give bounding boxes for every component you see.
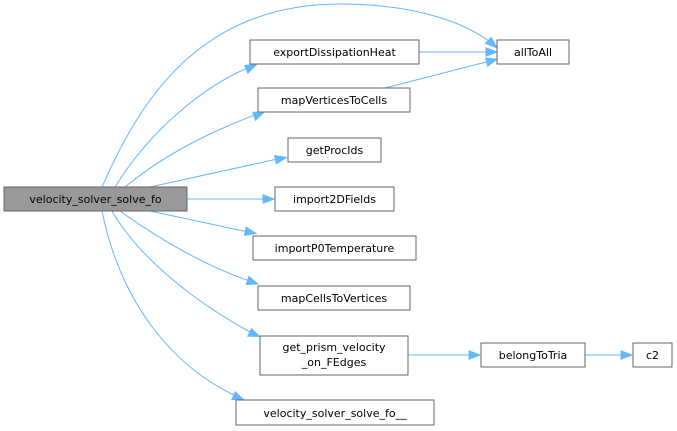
node-label: import2DFields [293,193,376,206]
node-label-line2: _on_FEdges [301,356,367,369]
edge-root-to-allToAll [101,3,499,188]
node-label: velocity_solver_solve_fo__ [263,407,407,420]
node-export-dissipation-heat[interactable]: exportDissipationHeat [249,39,420,65]
node-label: allToAll [514,46,552,59]
edge-mapVerticesToCells-to-allToAll [384,57,499,89]
node-label: exportDissipationHeat [273,46,396,59]
node-import-2d-fields[interactable]: import2DFields [274,186,395,212]
node-get-prism-velocity-on-fedges[interactable]: get_prism_velocity _on_FEdges [259,335,409,376]
edge-root-to-getProcIds [149,154,288,188]
node-velocity-solver-solve-fo-underscore[interactable]: velocity_solver_solve_fo__ [235,399,435,426]
edge-root-to-mapVerticesToCells [124,111,267,188]
node-label: importP0Temperature [275,242,395,255]
node-label: mapCellsToVertices [281,292,387,305]
node-label: belongToTria [499,349,568,362]
edge-root-to-import2DFields [187,194,276,204]
edge-exportDissipationHeat-to-allToAll [419,47,499,57]
edge-root-to-exportDissipationHeat [114,63,258,188]
node-map-cells-to-vertices[interactable]: mapCellsToVertices [257,285,411,311]
node-label: getProcIds [306,144,364,157]
edge-belongToTria-to-c2 [585,350,634,360]
edge-root-to-mapCellsToVertices [119,210,260,286]
node-label-line1: get_prism_velocity [282,341,386,354]
node-all-to-all[interactable]: allToAll [496,39,570,65]
edge-getPrismVelocity-to-belongToTria [408,350,482,360]
node-c2[interactable]: c2 [632,342,673,368]
node-label: c2 [646,349,659,362]
node-get-proc-ids[interactable]: getProcIds [287,137,382,163]
node-label: velocity_solver_solve_fo [29,193,161,206]
node-belong-to-tria[interactable]: belongToTria [480,342,586,368]
edge-root-to-velocitySolverSolveFoUnderscore [101,210,245,401]
node-map-vertices-to-cells[interactable]: mapVerticesToCells [257,87,411,113]
edge-root-to-getPrismVelocity [111,210,261,338]
node-velocity-solver-solve-fo[interactable]: velocity_solver_solve_fo [3,186,188,212]
edge-root-to-importP0Temperature [149,210,258,237]
node-import-p0-temperature[interactable]: importP0Temperature [252,235,417,261]
node-label: mapVerticesToCells [281,94,387,107]
